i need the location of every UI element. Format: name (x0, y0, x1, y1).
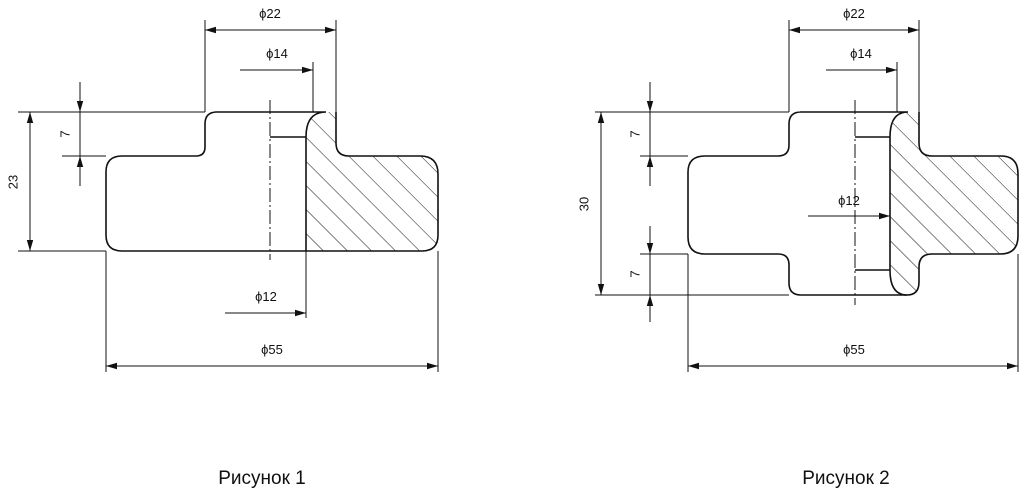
figure-1-section-hatch (306, 112, 438, 251)
figure-2-outer-diameter-label: ϕ55 (843, 342, 865, 357)
figure-2: ϕ22 ϕ14 ϕ12 ϕ55 7 7 30 Рисунок 2 (576, 6, 1019, 489)
figure-2-collar-diameter-label: ϕ22 (843, 6, 865, 21)
figure-2-bore-diameter-label: ϕ12 (838, 193, 860, 208)
figure-1-bore-diameter-label: ϕ12 (255, 289, 277, 304)
figure-2-section-hatch (890, 112, 1018, 295)
figure-2-part-outline (687, 111, 1019, 296)
figure-1-part-outline (105, 111, 439, 252)
figure-1-collar-height-label: 7 (57, 130, 72, 137)
figure-1-total-height-label: 23 (5, 175, 20, 189)
figure-2-total-height-label: 30 (576, 197, 591, 211)
figure-1: ϕ22 ϕ14 ϕ12 ϕ55 7 23 Рисунок 1 (5, 6, 439, 489)
figure-1-outer-diameter-label: ϕ55 (261, 342, 283, 357)
figure-2-caption: Рисунок 2 (802, 468, 890, 489)
figure-2-top-collar-height-label: 7 (627, 130, 642, 137)
figure-2-bottom-collar-height-label: 7 (627, 270, 642, 277)
figure-1-caption: Рисунок 1 (218, 468, 306, 489)
figure-2-bottom-chamfer (889, 269, 908, 296)
figure-2-neck-diameter-label: ϕ14 (850, 46, 872, 61)
figure-1-collar-diameter-label: ϕ22 (259, 6, 281, 21)
figure-1-neck-diameter-label: ϕ14 (266, 46, 288, 61)
